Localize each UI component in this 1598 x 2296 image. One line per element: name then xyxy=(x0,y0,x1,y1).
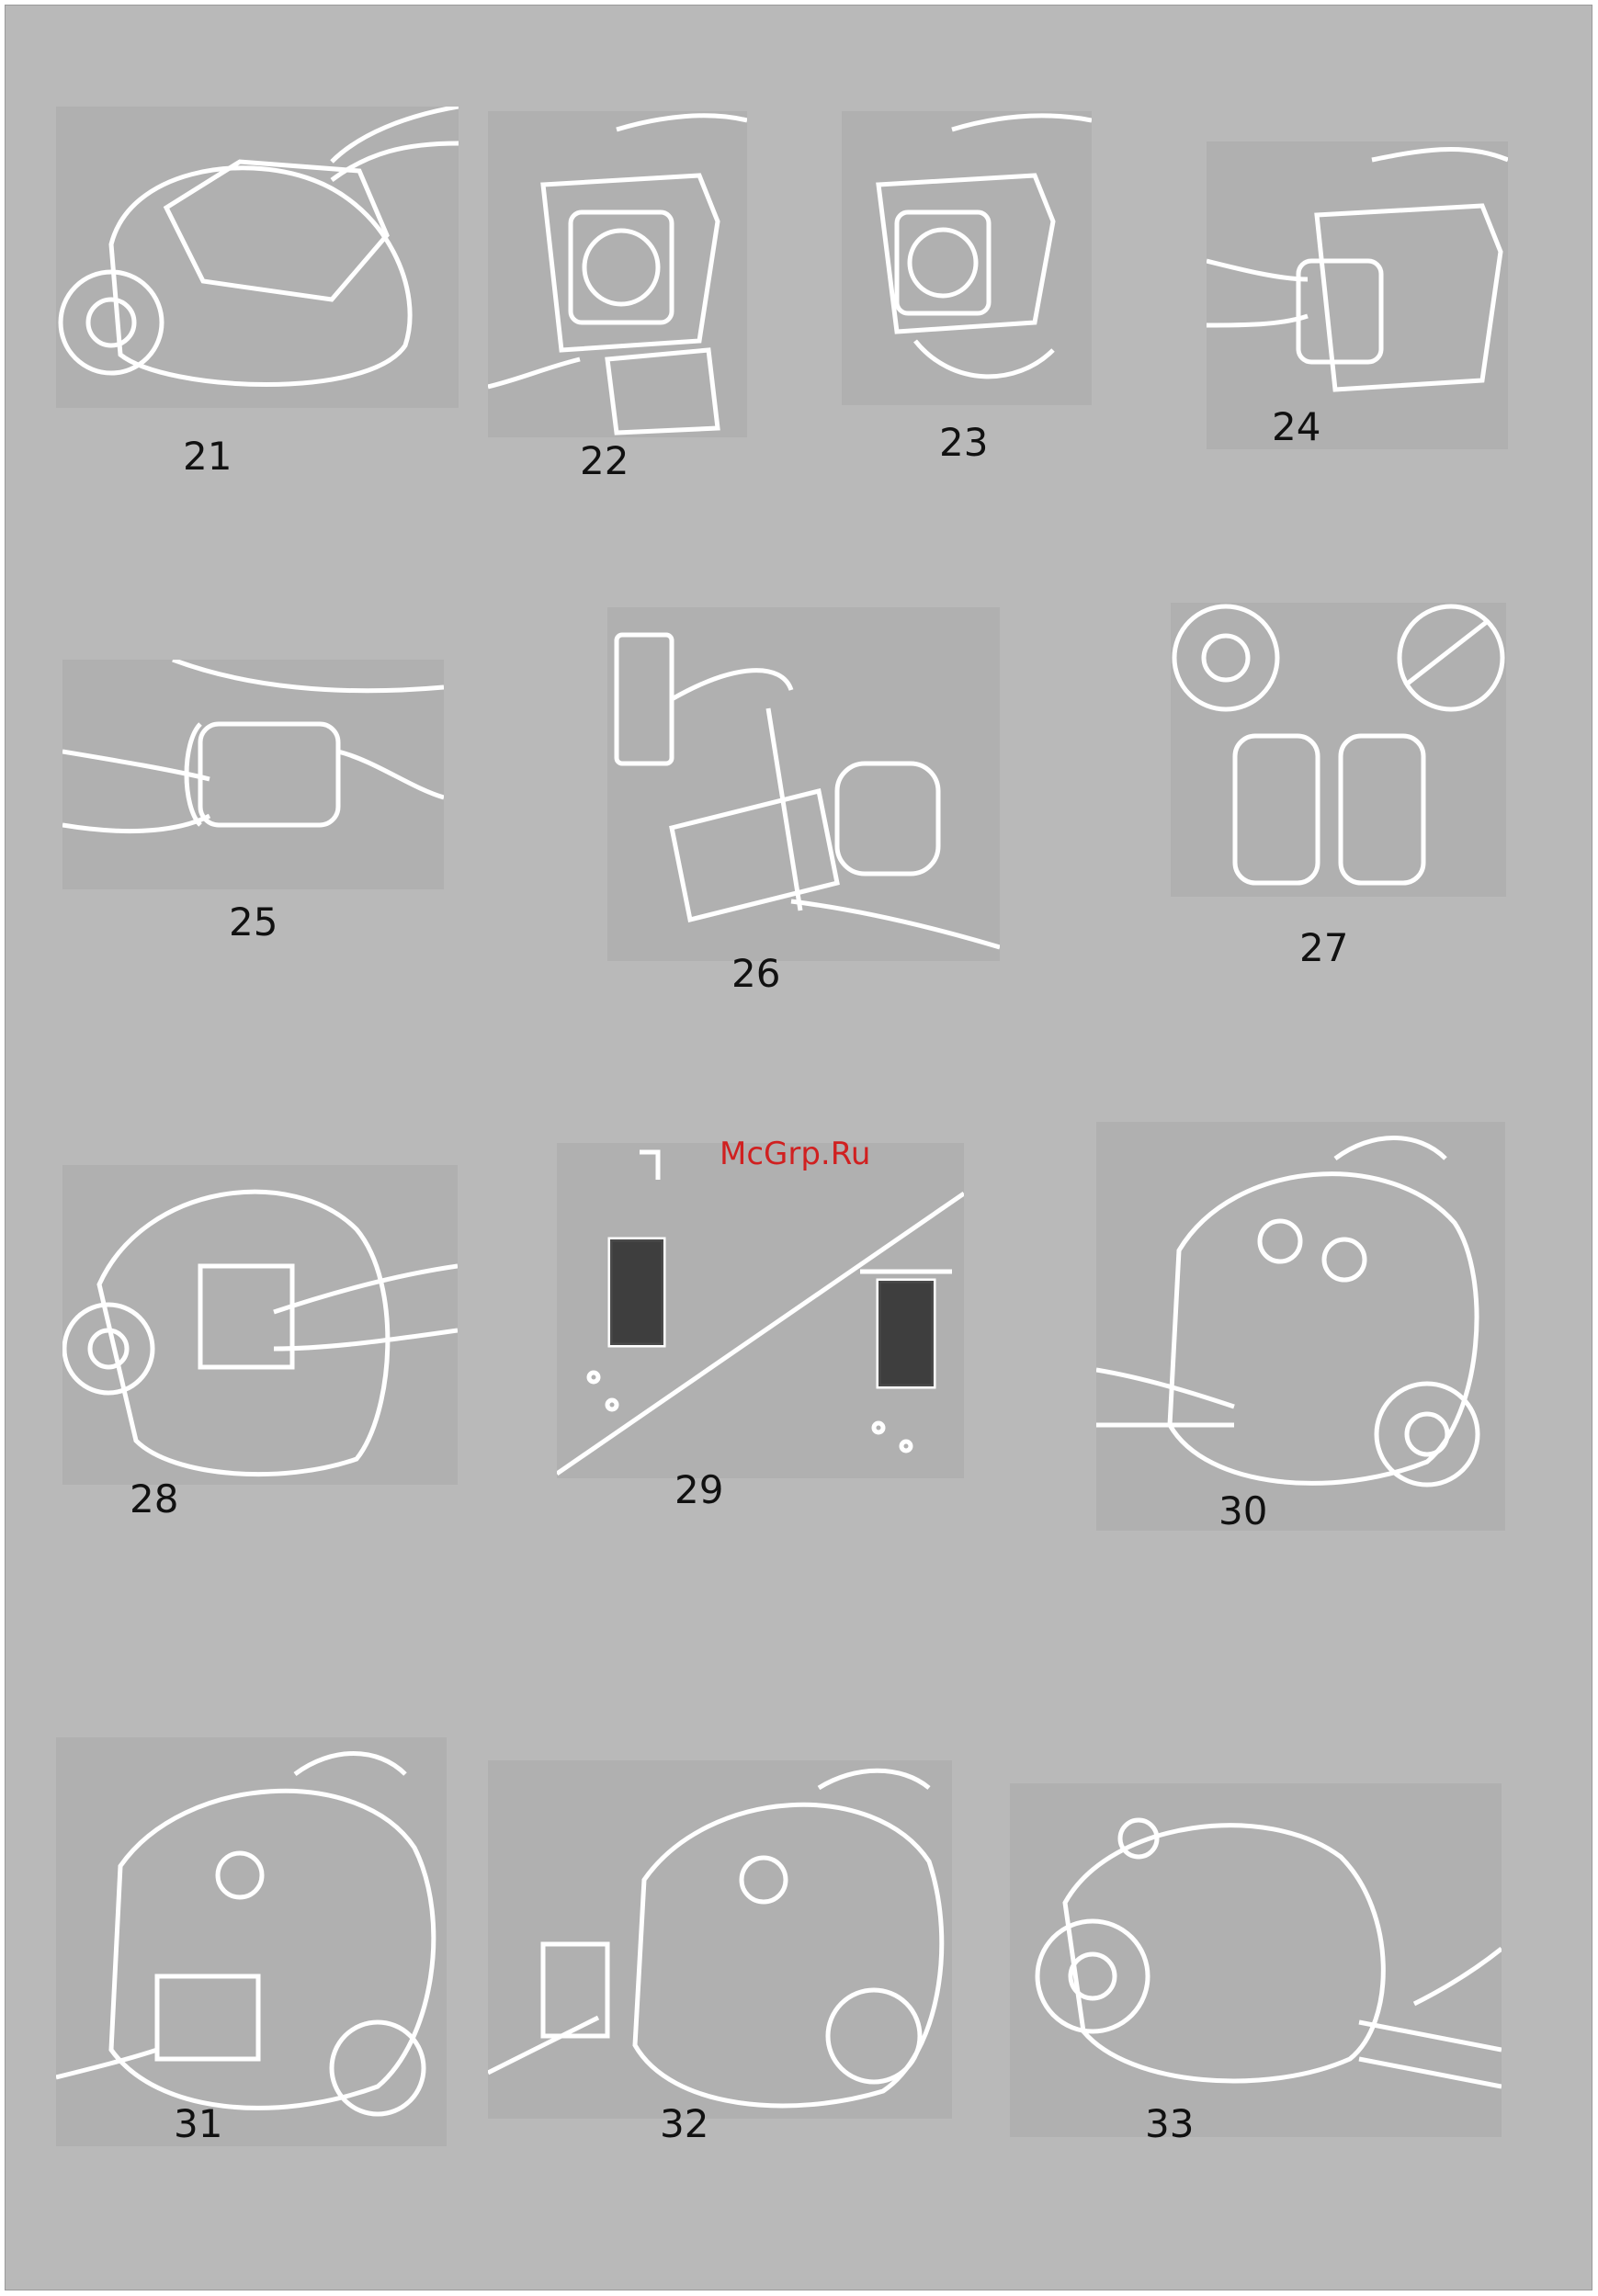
figure-21-illustration xyxy=(56,107,459,408)
figure-27-number: 27 xyxy=(1299,929,1348,967)
figure-28-number: 28 xyxy=(130,1480,178,1519)
figure-28-illustration xyxy=(62,1165,458,1485)
figure-30-illustration xyxy=(1096,1122,1505,1531)
dust-container-bottom-open-icon xyxy=(842,111,1092,405)
remove-dust-container-icon xyxy=(488,111,747,437)
figure-33-number: 33 xyxy=(1145,2105,1194,2143)
figure-25-number: 25 xyxy=(229,903,278,942)
vacuum-cleaner-open-lid-icon xyxy=(56,107,459,408)
wash-and-dry-sponge-filter-icon xyxy=(557,1143,964,1478)
figure-22-illustration xyxy=(488,111,747,437)
figure-21-number: 21 xyxy=(183,437,232,476)
rinse-filter-under-tap-icon xyxy=(607,607,1000,961)
figure-24-number: 24 xyxy=(1272,408,1320,447)
figure-31-number: 31 xyxy=(174,2105,222,2143)
manual-page: 21 22 23 xyxy=(5,5,1592,2290)
figure-33-illustration xyxy=(1010,1783,1502,2137)
figure-29-illustration xyxy=(557,1143,964,1478)
figure-23-illustration xyxy=(842,111,1092,405)
figure-32-illustration xyxy=(488,1760,952,2119)
figure-29-number: 29 xyxy=(674,1471,723,1510)
figure-31-illustration xyxy=(56,1737,447,2146)
exhaust-filter-cover-icon xyxy=(56,1737,447,2146)
figure-26-number: 26 xyxy=(731,955,780,993)
figure-25-illustration xyxy=(62,660,444,889)
figure-26-illustration xyxy=(607,607,1000,961)
figure-30-number: 30 xyxy=(1218,1492,1267,1531)
twist-filter-apart-icon xyxy=(62,660,444,889)
figure-22-number: 22 xyxy=(580,442,629,481)
remove-motor-filter-icon xyxy=(62,1165,458,1485)
dry-filter-parts-icon xyxy=(1171,603,1506,897)
remove-filter-cylinder-icon xyxy=(1207,141,1508,449)
figure-27-illustration xyxy=(1171,603,1506,897)
watermark: McGrp.Ru xyxy=(720,1136,870,1172)
open-exhaust-grille-icon xyxy=(1096,1122,1505,1531)
figure-24-illustration xyxy=(1207,141,1508,449)
replace-exhaust-filter-icon xyxy=(488,1760,952,2119)
insert-hose-icon xyxy=(1010,1783,1502,2137)
figure-23-number: 23 xyxy=(939,424,988,462)
figure-32-number: 32 xyxy=(660,2105,708,2143)
